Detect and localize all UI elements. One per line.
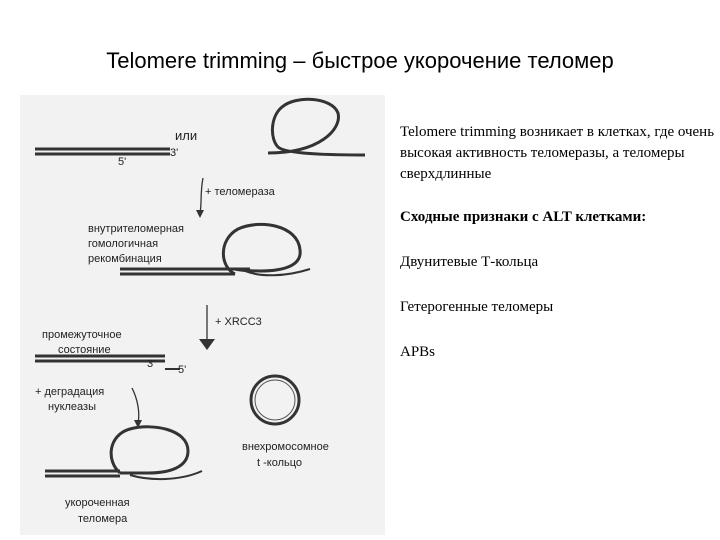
recombination-structure [120,222,311,277]
slide-title: Telomere trimming – быстрое укорочение т… [106,48,614,73]
recombination-label-line-2: гомологичная [88,238,158,250]
feature-item-double-strand-t-loops: Двунитевые Т-кольца [400,254,539,270]
similarity-heading: Сходные признаки с ALT клетками: [400,209,647,225]
arrow-down-2 [199,305,215,350]
intermediate-label-line-1: промежуточное [42,329,122,341]
initial-telomere [35,147,170,156]
three-prime-label-1: 3' [170,147,178,159]
intermediate-telomere [35,354,180,370]
description-panel: Telomere trimming возникает в клетках, г… [400,122,715,387]
intermediate-label-line-2: состояние [58,344,111,356]
plus-xrcc3-label: + XRCC3 [215,316,262,328]
initial-t-loop [267,97,365,157]
arrow-down-1 [196,177,204,218]
ili-label: или [175,128,197,143]
five-prime-label-1: 5' [118,156,126,168]
arrow-down-3 [131,387,142,428]
recombination-label-line-3: рекомбинация [88,253,162,265]
five-prime-label-2: 5' [178,364,186,376]
shortened-telomere [45,425,203,481]
three-prime-label-2: 3' [147,358,155,370]
feature-item-heterogeneous-telomeres: Гетерогенные теломеры [400,299,554,315]
telomere-trimming-diagram: или 5' 3' + теломераза внутрителомерная … [20,95,385,535]
extrachromosomal-label-line-1: внехромосомное [242,441,329,453]
feature-item-apbs: APBs [400,344,436,360]
extrachromosomal-label-line-2: t -кольцо [257,457,302,469]
intro-paragraph: Telomere trimming возникает в клетках, г… [400,124,715,182]
degradation-label-line-1: + деградация [35,386,104,398]
shortened-label-line-1: укороченная [65,497,130,509]
shortened-label-line-2: теломера [78,513,128,525]
t-circle [249,374,301,426]
recombination-label-line-1: внутрителомерная [88,223,184,235]
diagram-background [20,95,385,535]
plus-telomerase-label: + теломераза [205,186,276,198]
degradation-label-line-2: нуклеазы [48,401,96,413]
